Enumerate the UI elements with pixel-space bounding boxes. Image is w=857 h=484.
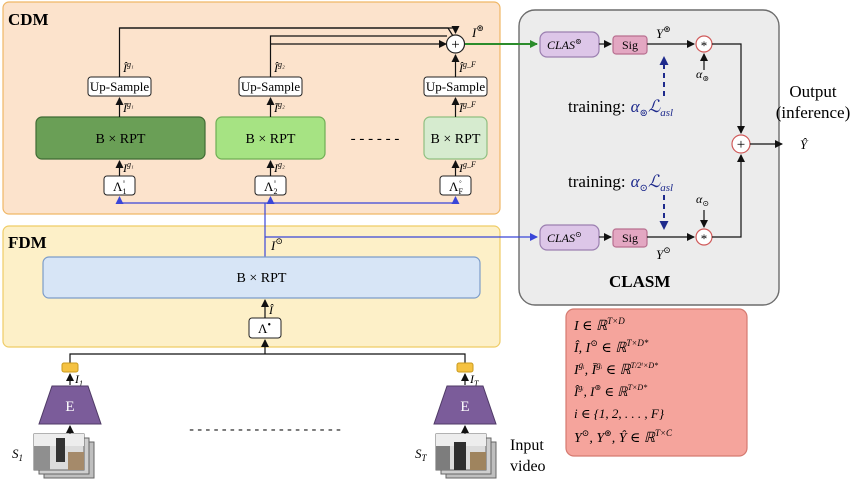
notation-row-6: Y⊙, Y⊚, Ŷ ∈ ℝT×C bbox=[574, 428, 673, 446]
output-sum-symbol: + bbox=[737, 137, 745, 153]
lambda-label-3: ΛF◦ bbox=[449, 177, 463, 196]
branch1-bar-label: Īg₁ bbox=[122, 100, 134, 115]
branch-ellipsis: - - - - - - bbox=[351, 131, 400, 147]
notation-row-4: Îgᵢ, I⊚ ∈ ℝT×D* bbox=[573, 383, 647, 399]
encoder-right bbox=[433, 385, 497, 425]
encoder-left-label: E bbox=[65, 399, 74, 415]
rpt-box-1 bbox=[35, 116, 206, 160]
notation-box bbox=[565, 308, 748, 457]
fdm-lambda-label: Λ• bbox=[258, 320, 271, 336]
clasm-title: CLASM bbox=[609, 272, 670, 291]
rpt-label-2: B × RPT bbox=[246, 132, 296, 147]
token-left bbox=[61, 362, 79, 373]
branch2-hat-label: Îg₂ bbox=[273, 60, 285, 75]
input-video-line1: Input bbox=[510, 437, 544, 454]
upsample-label-2: Up-Sample bbox=[241, 79, 300, 94]
video-in-right: ST bbox=[415, 446, 428, 463]
branch2-bar-label: Īg₂ bbox=[273, 100, 285, 115]
fdm-output-label: I⊙ bbox=[270, 236, 283, 253]
notation-row-1: I ∈ ℝT×D bbox=[573, 316, 625, 334]
clas-top-label: CLAS⊚ bbox=[547, 37, 582, 52]
rpt-label-1: B × RPT bbox=[96, 132, 146, 147]
y-top-label: Y⊚ bbox=[656, 24, 671, 41]
alpha-bot-label: α⊙ bbox=[696, 192, 709, 208]
encoder-right-label: E bbox=[460, 399, 469, 415]
cdm-title: CDM bbox=[8, 10, 49, 29]
notation-row-5: i ∈ {1, 2, . . . , F} bbox=[574, 406, 665, 421]
branch1-in-label: Ig₁ bbox=[122, 160, 134, 175]
fdm-hat-label: Î bbox=[268, 303, 274, 317]
encoder-right-out: IT bbox=[469, 372, 479, 388]
sig-top-box bbox=[612, 35, 648, 55]
output-title: Output bbox=[789, 82, 837, 101]
fdm-rpt-label: B × RPT bbox=[237, 271, 287, 286]
upsample-label-1: Up-Sample bbox=[90, 79, 149, 94]
frames-ellipsis: - - - - - - - - - - - - - - - - - - - bbox=[189, 422, 341, 437]
branch3-bar-label: Īg_F bbox=[458, 100, 476, 115]
sig-bot-label: Sig bbox=[622, 231, 638, 245]
encoder-left-out: I1 bbox=[74, 372, 83, 388]
branch3-hat-label: Îg_F bbox=[458, 60, 476, 75]
training-top-text: training:α⊚ℒasl bbox=[568, 97, 673, 119]
branch1-hat-label: Îg₁ bbox=[122, 60, 134, 75]
video-in-left: S1 bbox=[12, 446, 23, 463]
cdm-module bbox=[2, 1, 501, 215]
fdm-title: FDM bbox=[8, 233, 47, 252]
video-frames-right bbox=[435, 433, 497, 479]
encoder-left bbox=[38, 385, 102, 425]
mult-top-symbol: * bbox=[701, 38, 708, 53]
lambda-label-2: Λ2◦ bbox=[264, 177, 277, 196]
training-bot-text: training:α⊙ℒasl bbox=[568, 172, 673, 194]
output-y-hat: Ŷ bbox=[800, 137, 809, 152]
cdm-sum-symbol: + bbox=[451, 37, 459, 53]
branch2-in-label: Ig₂ bbox=[273, 160, 285, 175]
input-video-line2: video bbox=[510, 458, 546, 475]
lambda-label-1: Λ1◦ bbox=[113, 177, 126, 196]
mult-bot-symbol: * bbox=[701, 231, 708, 246]
cdm-sum-node bbox=[445, 34, 466, 54]
sig-bot-box bbox=[612, 228, 648, 248]
alpha-top-label: α⊚ bbox=[696, 67, 709, 83]
branch3-in-label: Ig_F bbox=[458, 160, 476, 175]
upsample-label-3: Up-Sample bbox=[426, 79, 485, 94]
fdm-rpt-box bbox=[42, 256, 481, 299]
output-subtitle: (inference) bbox=[776, 103, 851, 122]
cdm-output-label: I⊚ bbox=[471, 23, 484, 40]
notation-row-2: Î, I⊙ ∈ ℝT×D* bbox=[573, 338, 649, 356]
sig-top-label: Sig bbox=[622, 38, 638, 52]
notation-row-3: Igᵢ, Īgᵢ ∈ ℝT/2ⁱ×D* bbox=[573, 360, 658, 378]
token-right bbox=[456, 362, 474, 373]
clas-bot-label: CLAS⊙ bbox=[547, 230, 582, 245]
video-frames-left bbox=[33, 433, 95, 479]
rpt-label-3: B × RPT bbox=[431, 132, 481, 147]
y-bot-label: Y⊙ bbox=[656, 245, 671, 262]
